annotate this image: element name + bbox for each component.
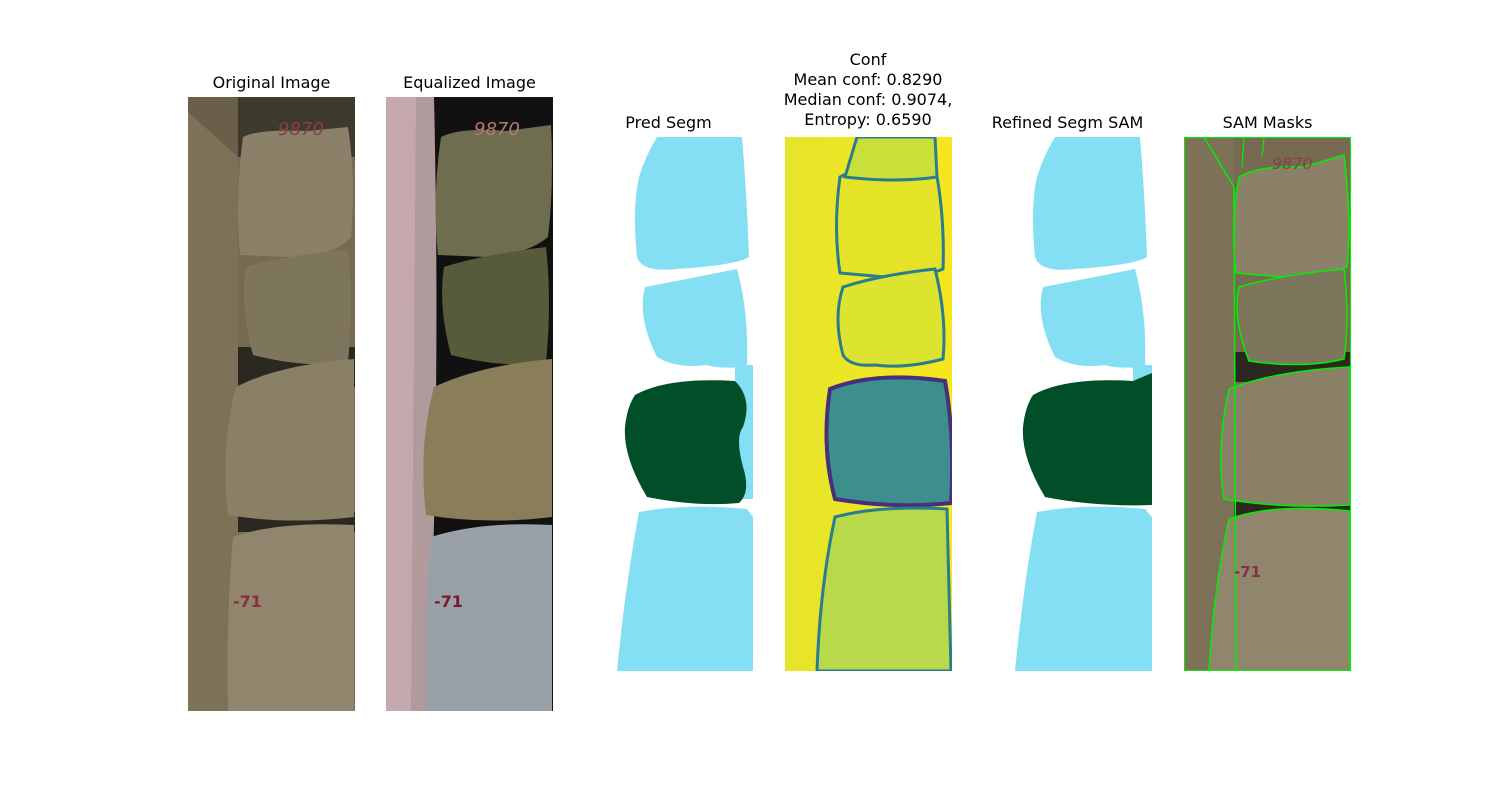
original-core-image: 9870 -71 bbox=[188, 97, 355, 711]
refined-segm-title: Refined Segm SAM bbox=[991, 113, 1144, 132]
conf-mean-text: Mean conf: 0.8290 bbox=[793, 70, 943, 89]
original-image-title: Original Image bbox=[212, 73, 331, 92]
refined-segm-mask bbox=[1015, 137, 1152, 671]
sam-masks-panel: 9870 -71 bbox=[1184, 137, 1351, 671]
original-core-label-bottom: -71 bbox=[233, 592, 262, 611]
sam-masks-title: SAM Masks bbox=[1222, 113, 1313, 132]
pred-segm-title: Pred Segm bbox=[625, 113, 712, 132]
conf-heatmap bbox=[785, 137, 952, 671]
pred-segm-mask bbox=[617, 137, 753, 671]
sam-core-label-bottom: -71 bbox=[1234, 563, 1261, 581]
conf-panel bbox=[785, 137, 952, 671]
sam-masks-image: 9870 -71 bbox=[1184, 137, 1351, 671]
refined-segm-panel bbox=[1015, 137, 1152, 671]
original-core-label-top: 9870 bbox=[278, 119, 324, 140]
equalized-core-image: 9870 -71 bbox=[386, 97, 553, 711]
conf-median-text: Median conf: 0.9074, bbox=[783, 90, 953, 109]
equalized-image-panel: 9870 -71 bbox=[386, 97, 553, 711]
conf-title-label: Conf bbox=[849, 50, 887, 69]
conf-title: Conf Mean conf: 0.8290 Median conf: 0.90… bbox=[760, 50, 976, 130]
conf-entropy-text: Entropy: 0.6590 bbox=[804, 110, 932, 129]
sam-core-label-top: 9870 bbox=[1272, 154, 1313, 173]
equalized-image-title: Equalized Image bbox=[403, 73, 536, 92]
pred-segm-panel bbox=[617, 137, 753, 671]
original-image-panel: 9870 -71 bbox=[188, 97, 355, 711]
equalized-core-label-top: 9870 bbox=[474, 119, 520, 140]
equalized-core-label-bottom: -71 bbox=[434, 592, 463, 611]
